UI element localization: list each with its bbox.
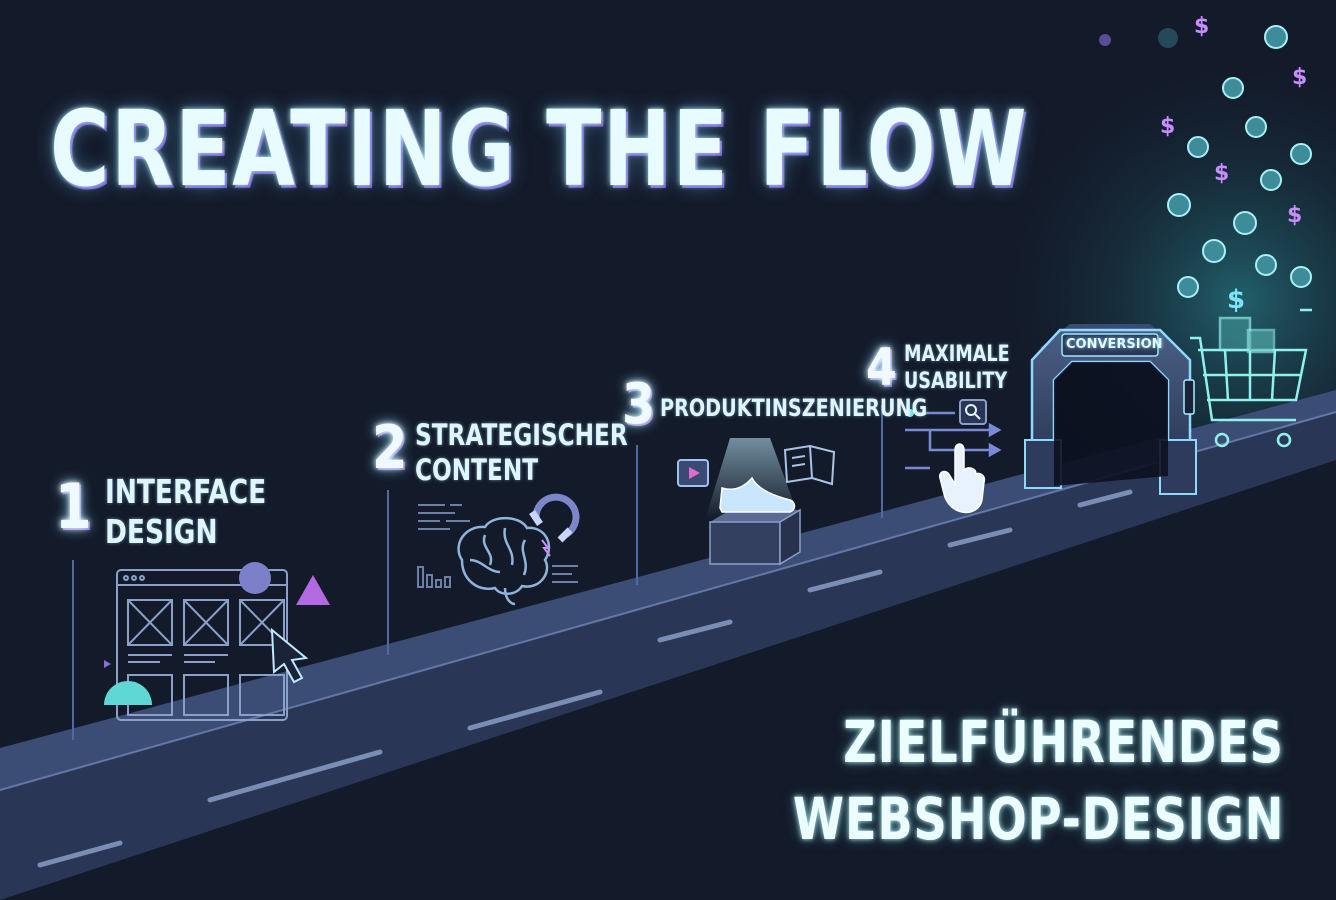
step-4-label: MAXIMALE USABILITY	[904, 342, 1010, 396]
main-title: CREATING THE FLOW	[50, 88, 1029, 210]
svg-text:$: $	[1292, 65, 1307, 90]
road-lane-marks	[37, 489, 1133, 868]
dollar-signs: $ $ $ $ $ $	[1160, 14, 1307, 315]
step-4-label-line2: USABILITY	[904, 368, 1008, 394]
svg-text:$: $	[1227, 285, 1245, 315]
step-1-number: 1	[55, 470, 92, 543]
step-2-number: 2	[372, 413, 408, 483]
svg-text:$: $	[1160, 114, 1175, 139]
bar-chart-decoration	[417, 566, 451, 588]
bottom-title-line2: WEBSHOP-DESIGN	[792, 785, 1284, 853]
spark-shape	[541, 539, 551, 557]
step-4-label-line1: MAXIMALE	[904, 342, 1010, 367]
step-1-label: INTERFACE DESIGN	[105, 472, 266, 553]
gate-icon	[1024, 324, 1197, 495]
pedestal-shape	[709, 508, 801, 566]
half-sphere-shape	[104, 681, 152, 705]
step-2-label: STRATEGISCHER CONTENT	[415, 418, 628, 489]
dollar-coin-icon	[1167, 25, 1312, 298]
step-1-label-line2: DESIGN	[105, 512, 218, 552]
pointing-hand-icon	[938, 443, 986, 514]
svg-text:$: $	[1287, 203, 1302, 228]
step-1-label-line1: INTERFACE	[105, 472, 267, 511]
flow-diagram-icon	[905, 409, 1002, 470]
svg-text:$: $	[1194, 14, 1209, 39]
step-2-label-line2: CONTENT	[415, 453, 539, 488]
bokeh-light	[1158, 28, 1178, 48]
shopping-cart-icon	[1190, 308, 1312, 448]
step-3-number: 3	[622, 372, 656, 437]
step-posts	[72, 405, 883, 740]
small-play-shape	[104, 660, 111, 668]
step-2-label-line1: STRATEGISCHER	[415, 418, 628, 452]
bottom-title-line1: ZIELFÜHRENDES	[843, 708, 1284, 776]
cursor-icon	[270, 627, 309, 684]
bokeh-light	[1099, 34, 1111, 46]
sphere-shape	[239, 562, 271, 594]
search-icon	[959, 399, 987, 425]
svg-text:$: $	[1214, 161, 1229, 186]
book-icon	[783, 444, 836, 486]
step-3-label-line1: PRODUKTINSZENIERUNG	[660, 394, 928, 422]
conversion-gate-label: CONVERSION	[1066, 337, 1163, 352]
magnet-icon	[529, 493, 580, 543]
brain-icon	[457, 516, 551, 606]
triangle-shape	[296, 575, 330, 605]
sneaker-icon	[719, 476, 796, 513]
step-4-number: 4	[866, 338, 897, 398]
text-lines-decoration	[418, 504, 578, 583]
step-3-label: PRODUKTINSZENIERUNG	[660, 394, 927, 423]
video-icon	[677, 459, 709, 487]
